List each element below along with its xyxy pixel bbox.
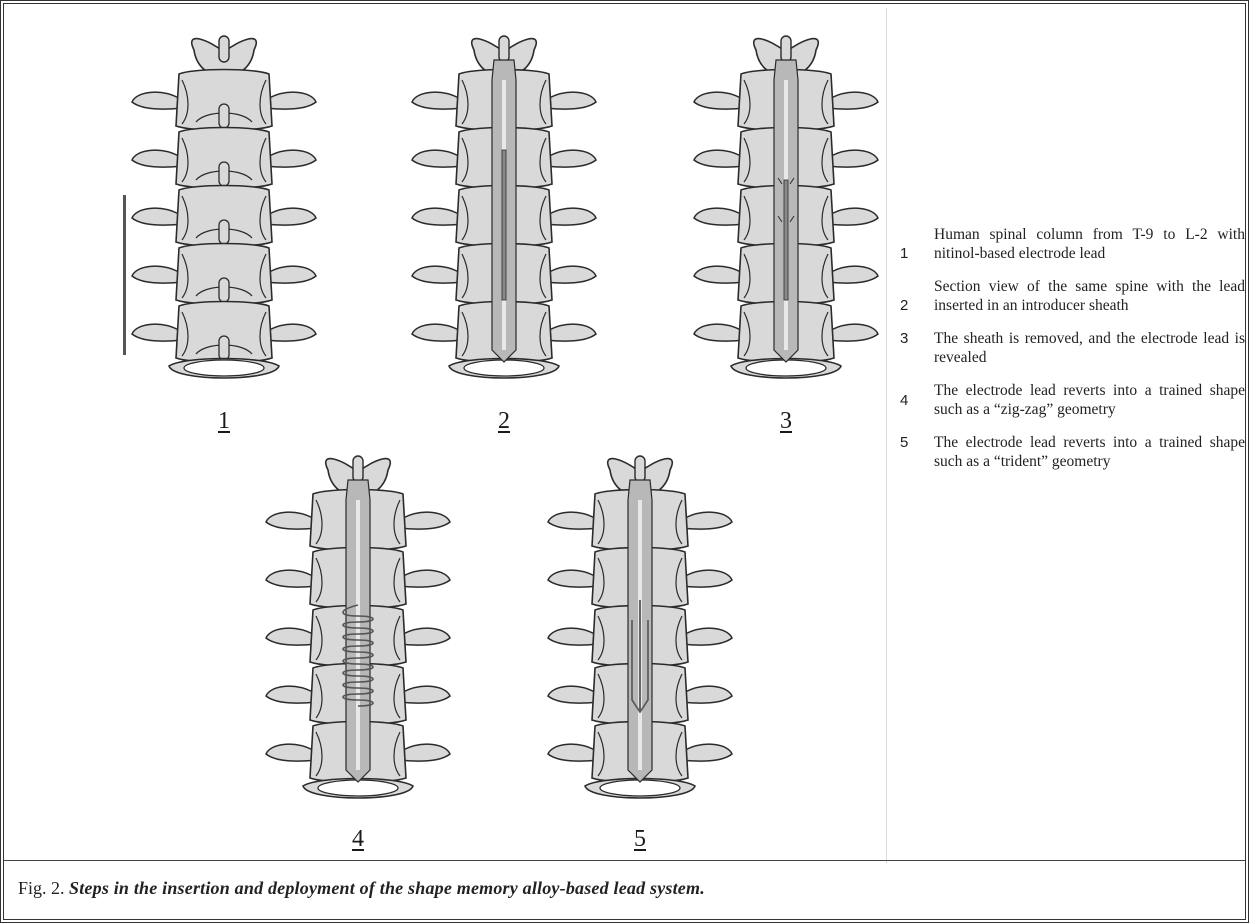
transverse-process-right bbox=[682, 570, 732, 587]
spine-illustration-4 bbox=[258, 450, 458, 810]
spinous-process bbox=[219, 104, 229, 128]
caption-divider bbox=[4, 860, 1245, 861]
spine-illustration-2 bbox=[404, 30, 604, 390]
transverse-process-left bbox=[412, 266, 462, 283]
transverse-process-right bbox=[400, 686, 450, 703]
transverse-process-right bbox=[400, 744, 450, 761]
transverse-process-right bbox=[682, 512, 732, 529]
transverse-process-left bbox=[548, 744, 598, 761]
spine-illustration-1 bbox=[124, 30, 324, 390]
transverse-process-left bbox=[548, 570, 598, 587]
transverse-process-right bbox=[266, 208, 316, 225]
spine-illustration-5 bbox=[540, 450, 740, 810]
spinous-process bbox=[219, 162, 229, 186]
transverse-process-left bbox=[694, 266, 744, 283]
transverse-process-right bbox=[266, 150, 316, 167]
transverse-process-right bbox=[400, 570, 450, 587]
electrode-lead bbox=[784, 180, 788, 300]
spinous-process bbox=[219, 220, 229, 244]
transverse-process-right bbox=[546, 208, 596, 225]
legend-item: 5 The electrode lead reverts into a trai… bbox=[900, 433, 1245, 471]
spinous-process bbox=[219, 336, 229, 360]
transverse-process-right bbox=[828, 324, 878, 341]
transverse-process-left bbox=[132, 150, 182, 167]
spinous-process bbox=[353, 456, 363, 482]
panel-number-5: 5 bbox=[620, 826, 660, 853]
spinous-process bbox=[219, 278, 229, 302]
legend-number: 3 bbox=[900, 329, 908, 348]
legend-item: 2 Section view of the same spine with th… bbox=[900, 277, 1245, 315]
caption-text: Steps in the insertion and deployment of… bbox=[69, 878, 705, 898]
legend-divider bbox=[886, 8, 887, 863]
legend-number: 5 bbox=[900, 433, 908, 452]
transverse-process-left bbox=[266, 570, 316, 587]
caption-label: Fig. 2. bbox=[18, 878, 65, 898]
transverse-process-right bbox=[682, 744, 732, 761]
transverse-process-right bbox=[682, 686, 732, 703]
legend-text: Human spinal column from T-9 to L-2 with… bbox=[934, 226, 1245, 262]
transverse-process-left bbox=[266, 686, 316, 703]
transverse-process-left bbox=[132, 266, 182, 283]
transverse-process-left bbox=[694, 324, 744, 341]
transverse-process-left bbox=[694, 208, 744, 225]
panel-number-1: 1 bbox=[204, 408, 244, 435]
transverse-process-right bbox=[546, 266, 596, 283]
transverse-process-right bbox=[828, 150, 878, 167]
spine-illustration-3 bbox=[686, 30, 886, 390]
legend-text: The electrode lead reverts into a traine… bbox=[934, 382, 1245, 418]
transverse-process-left bbox=[132, 92, 182, 109]
legend-number: 2 bbox=[900, 296, 908, 315]
transverse-process-right bbox=[266, 266, 316, 283]
transverse-process-left bbox=[412, 92, 462, 109]
spinous-process bbox=[219, 36, 229, 62]
legend-item: 1 Human spinal column from T-9 to L-2 wi… bbox=[900, 225, 1245, 263]
panel-number-2: 2 bbox=[484, 408, 524, 435]
figure-caption: Fig. 2. Steps in the insertion and deplo… bbox=[18, 878, 705, 899]
legend-item: 4 The electrode lead reverts into a trai… bbox=[900, 381, 1245, 419]
spinous-process bbox=[635, 456, 645, 482]
transverse-process-left bbox=[548, 628, 598, 645]
transverse-process-left bbox=[412, 324, 462, 341]
vertebral-foramen bbox=[184, 360, 264, 376]
figure-panel: 1 2 3 4 5 1 Human spinal column from T-9… bbox=[0, 0, 1249, 860]
transverse-process-right bbox=[546, 324, 596, 341]
transverse-process-left bbox=[266, 744, 316, 761]
transverse-process-right bbox=[828, 92, 878, 109]
spinous-process bbox=[499, 36, 509, 62]
legend-number: 4 bbox=[900, 391, 908, 410]
transverse-process-right bbox=[546, 150, 596, 167]
legend-text: Section view of the same spine with the … bbox=[934, 278, 1245, 314]
panel-number-3: 3 bbox=[766, 408, 806, 435]
legend-text: The electrode lead reverts into a traine… bbox=[934, 434, 1245, 470]
transverse-process-left bbox=[548, 512, 598, 529]
transverse-process-right bbox=[828, 266, 878, 283]
panel-number-4: 4 bbox=[338, 826, 378, 853]
transverse-process-left bbox=[694, 92, 744, 109]
lead-in-sheath bbox=[502, 150, 506, 300]
transverse-process-right bbox=[266, 92, 316, 109]
transverse-process-right bbox=[400, 512, 450, 529]
transverse-process-right bbox=[682, 628, 732, 645]
legend: 1 Human spinal column from T-9 to L-2 wi… bbox=[900, 225, 1245, 485]
transverse-process-right bbox=[266, 324, 316, 341]
transverse-process-left bbox=[132, 208, 182, 225]
transverse-process-right bbox=[546, 92, 596, 109]
transverse-process-left bbox=[694, 150, 744, 167]
transverse-process-left bbox=[412, 150, 462, 167]
transverse-process-left bbox=[266, 628, 316, 645]
legend-item: 3 The sheath is removed, and the electro… bbox=[900, 329, 1245, 367]
legend-text: The sheath is removed, and the electrode… bbox=[934, 330, 1245, 366]
spinous-process bbox=[781, 36, 791, 62]
transverse-process-left bbox=[132, 324, 182, 341]
transverse-process-right bbox=[828, 208, 878, 225]
legend-number: 1 bbox=[900, 244, 908, 263]
transverse-process-left bbox=[548, 686, 598, 703]
transverse-process-right bbox=[400, 628, 450, 645]
transverse-process-left bbox=[266, 512, 316, 529]
transverse-process-left bbox=[412, 208, 462, 225]
